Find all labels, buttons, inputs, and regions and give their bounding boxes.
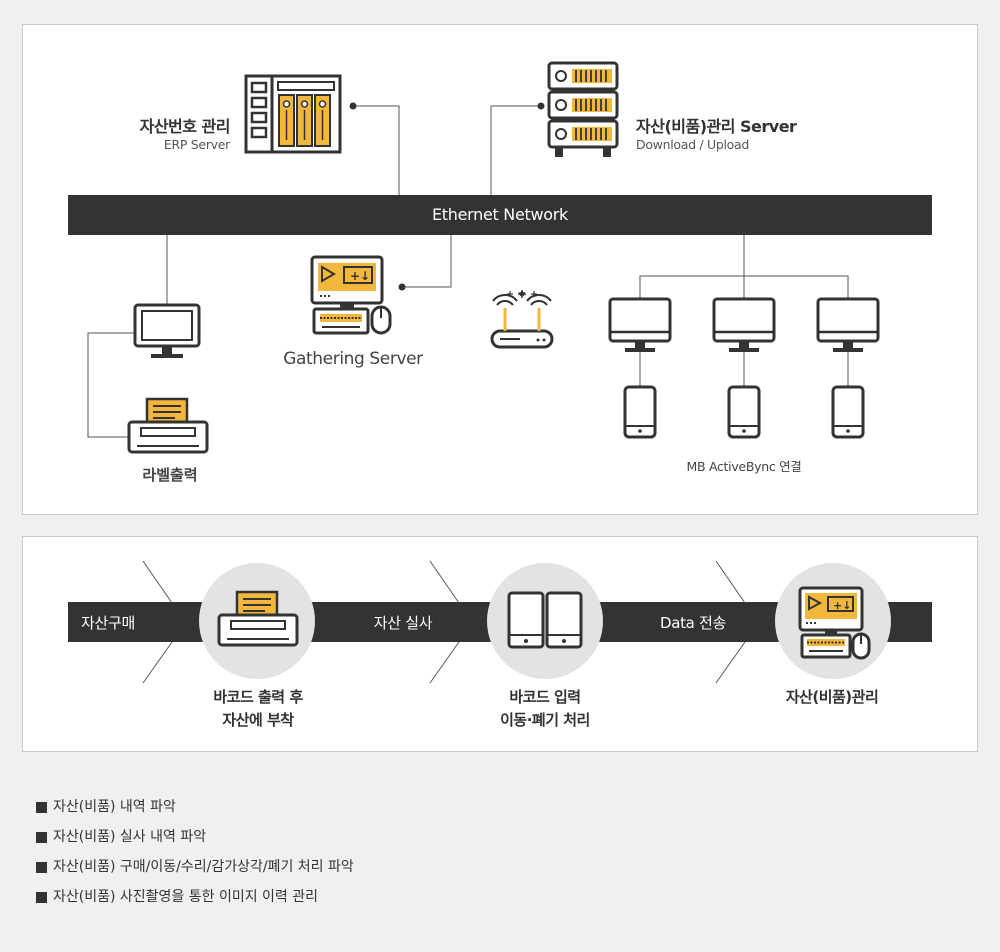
erp-connector-line (353, 105, 400, 195)
square-bullet-icon (36, 891, 47, 903)
step-label-line: 바코드 입력 (509, 688, 581, 706)
mb-phone-icon (623, 385, 657, 439)
gathering-connector-dot (398, 283, 406, 291)
square-bullet-icon (36, 861, 47, 873)
asset-server-connector-dot (537, 102, 545, 110)
step-label-line: 자산(비품)관리 (785, 688, 879, 706)
step-label-asset-management: 자산(비품)관리 (786, 686, 879, 709)
step-label-line: 바코드 출력 후 (213, 688, 303, 706)
label-printer-icon (127, 397, 209, 454)
feature-note: 자산(비품) 구매/이동/수리/감가상각/폐기 처리 파악 (36, 856, 354, 886)
asset-management-pc-icon: +↓ (798, 586, 871, 660)
gathering-server-pc-icon: +↓ (310, 255, 392, 335)
mb-monitor-icon (608, 297, 672, 352)
asset-server-rack-icon (547, 61, 619, 157)
mb-connector-line-right (744, 275, 849, 299)
step-label-barcode-print: 바코드 출력 후 자산에 부착 (213, 686, 303, 732)
mb-phone-icon (831, 385, 865, 439)
mb-activebync-label: MB ActiveBync 연결 (686, 459, 802, 474)
chevron-line (142, 641, 173, 684)
flow-label-data-transfer: Data 전송 (659, 614, 727, 632)
flow-label-asset-inspection: 자산 실사 (373, 614, 433, 632)
chevron-line (429, 560, 460, 604)
erp-subtitle: ERP Server (163, 137, 230, 152)
asset-server-title: 자산(비품)관리 Server (636, 117, 797, 136)
feature-note: 자산(비품) 실사 내역 파악 (36, 826, 354, 856)
erp-connector-dot (349, 102, 357, 110)
flow-label-asset-purchase: 자산구매 (81, 614, 136, 632)
feature-notes-list: 자산(비품) 내역 파악 자산(비품) 실사 내역 파악 자산(비품) 구매/이… (36, 796, 354, 916)
printer-connector-line (87, 332, 135, 438)
chevron-line (715, 560, 746, 604)
barcode-printer-icon (217, 590, 299, 647)
erp-server-icon (244, 74, 342, 154)
chevron-line (142, 560, 173, 604)
svg-text:+↓: +↓ (833, 599, 851, 612)
chevron-line (715, 641, 746, 684)
mb-device-group (608, 297, 880, 439)
erp-title: 자산번호 관리 (139, 117, 231, 136)
step-label-line: 자산에 부착 (222, 711, 294, 729)
gathering-connector-line (402, 235, 452, 288)
monitor-icon (133, 303, 201, 358)
ethernet-network-label: Ethernet Network (431, 205, 569, 224)
mb-monitor-icon (712, 297, 776, 352)
chevron-line (429, 641, 460, 684)
mb-monitor-icon (816, 297, 880, 352)
svg-text:+↓: +↓ (350, 269, 370, 283)
gathering-server-label: Gathering Server (283, 349, 423, 369)
ethernet-network-bar (68, 195, 932, 235)
asset-server-connector-line (490, 105, 541, 195)
step-label-line: 이동·폐기 처리 (500, 711, 590, 729)
feature-note-text: 자산(비품) 내역 파악 (53, 799, 176, 815)
step-circle-barcode-input (487, 563, 603, 679)
wifi-router-icon (490, 289, 554, 349)
mobile-devices-icon (507, 591, 583, 649)
feature-note: 자산(비품) 사진촬영을 통한 이미지 이력 관리 (36, 886, 354, 916)
feature-note-text: 자산(비품) 실사 내역 파악 (53, 829, 207, 845)
step-label-barcode-input: 바코드 입력 이동·폐기 처리 (500, 686, 590, 732)
label-print-label: 라벨출력 (142, 466, 198, 484)
feature-note: 자산(비품) 내역 파악 (36, 796, 354, 826)
mb-phone-icon (727, 385, 761, 439)
feature-note-text: 자산(비품) 구매/이동/수리/감가상각/폐기 처리 파악 (53, 859, 354, 875)
feature-note-text: 자산(비품) 사진촬영을 통한 이미지 이력 관리 (53, 889, 319, 905)
square-bullet-icon (36, 801, 47, 813)
square-bullet-icon (36, 831, 47, 843)
asset-server-subtitle: Download / Upload (636, 137, 749, 152)
mb-connector-line-left (639, 235, 745, 299)
